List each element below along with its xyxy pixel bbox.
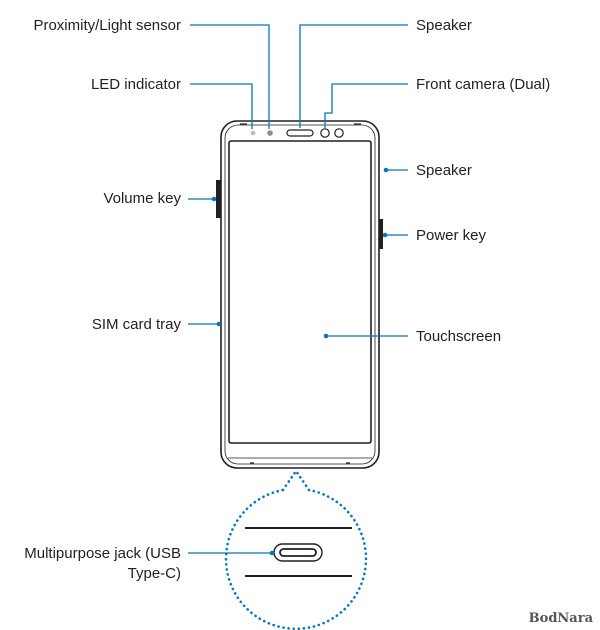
- label-speaker-top: Speaker: [416, 17, 472, 34]
- usb-c-port-outer: [273, 543, 323, 562]
- watermark-bodnara: BodNara: [529, 611, 594, 626]
- leader-lines: [188, 24, 408, 554]
- led-indicator-dot: [250, 130, 256, 136]
- phone-outline: [220, 120, 380, 469]
- phone-inner-bezel: [224, 124, 376, 465]
- usb-zoom-callout: [224, 468, 368, 630]
- label-speaker-side: Speaker: [416, 162, 472, 179]
- label-sim-card-tray: SIM card tray: [92, 316, 182, 333]
- dot-volume-key: [211, 196, 217, 202]
- label-multipurpose-jack-line1: Multipurpose jack (USB: [24, 545, 181, 562]
- dot-sim-card-tray: [216, 321, 222, 327]
- leader-dots: [211, 167, 389, 556]
- touchscreen-panel: [228, 140, 372, 444]
- label-multipurpose-jack-line2: Type-C): [128, 565, 181, 582]
- label-touchscreen: Touchscreen: [416, 328, 501, 345]
- proximity-sensor-dot: [267, 130, 273, 136]
- front-camera-lens-2: [334, 128, 344, 138]
- label-front-camera: Front camera (Dual): [416, 76, 550, 93]
- label-led-indicator: LED indicator: [91, 76, 181, 93]
- dot-touchscreen: [323, 333, 329, 339]
- leader-led-indicator: [190, 83, 253, 129]
- label-power-key: Power key: [416, 227, 487, 244]
- leader-speaker-top: [299, 24, 408, 128]
- label-volume-key: Volume key: [103, 190, 181, 207]
- volume-key-shape: [216, 180, 221, 218]
- leader-proximity-sensor: [190, 24, 270, 129]
- label-proximity-sensor: Proximity/Light sensor: [33, 17, 181, 34]
- phone-body: [220, 120, 380, 469]
- dot-speaker-side: [383, 167, 389, 173]
- dot-power-key: [382, 232, 388, 238]
- leader-front-camera: [324, 83, 408, 128]
- front-camera-lens-1: [320, 128, 330, 138]
- earpiece-speaker-slot: [286, 129, 314, 137]
- usb-c-port-inner: [279, 548, 317, 557]
- power-key-shape: [379, 219, 383, 249]
- zoom-dotted-outline: [224, 468, 368, 630]
- dot-multipurpose-jack: [269, 550, 275, 556]
